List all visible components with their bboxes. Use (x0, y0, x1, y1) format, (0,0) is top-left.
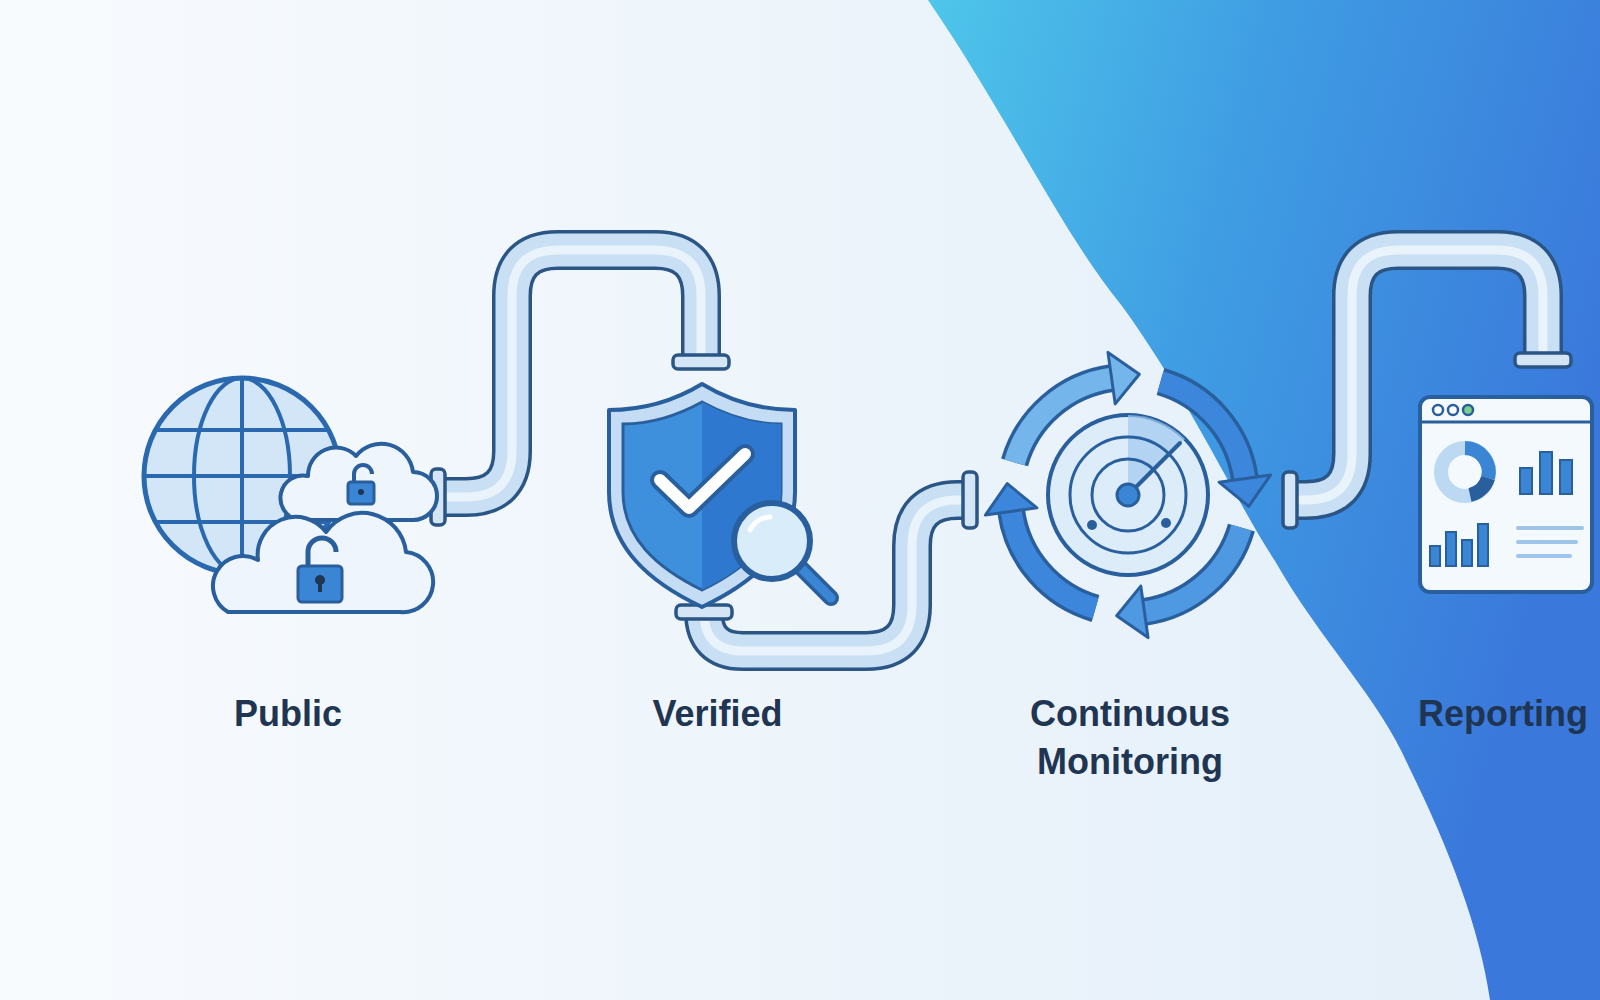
radar-icon (985, 352, 1270, 637)
globe-icon (138, 372, 437, 612)
pipe-flange (673, 355, 729, 369)
cloud-large (213, 513, 433, 612)
cycle-arrows (985, 352, 1270, 637)
stage-label: Reporting (1418, 690, 1588, 738)
dashboard-icon (1420, 397, 1592, 592)
stage-label: Continuous Monitoring (980, 690, 1280, 786)
stage-label: Verified (652, 690, 782, 738)
stage-node: Public (138, 372, 438, 628)
cloud-small (280, 444, 437, 520)
stage-node: Continuous Monitoring (970, 345, 1290, 645)
pipe-flange (963, 472, 977, 528)
magnifier-icon (734, 503, 831, 598)
pipe-flange (1283, 472, 1297, 528)
stage-node: Verified (605, 362, 830, 612)
shield-icon (609, 384, 831, 607)
stage-label: Public (234, 690, 342, 738)
blue-wave (928, 0, 1600, 1000)
stage-node: Reporting (1410, 360, 1596, 595)
pipe-flange (1515, 353, 1571, 367)
